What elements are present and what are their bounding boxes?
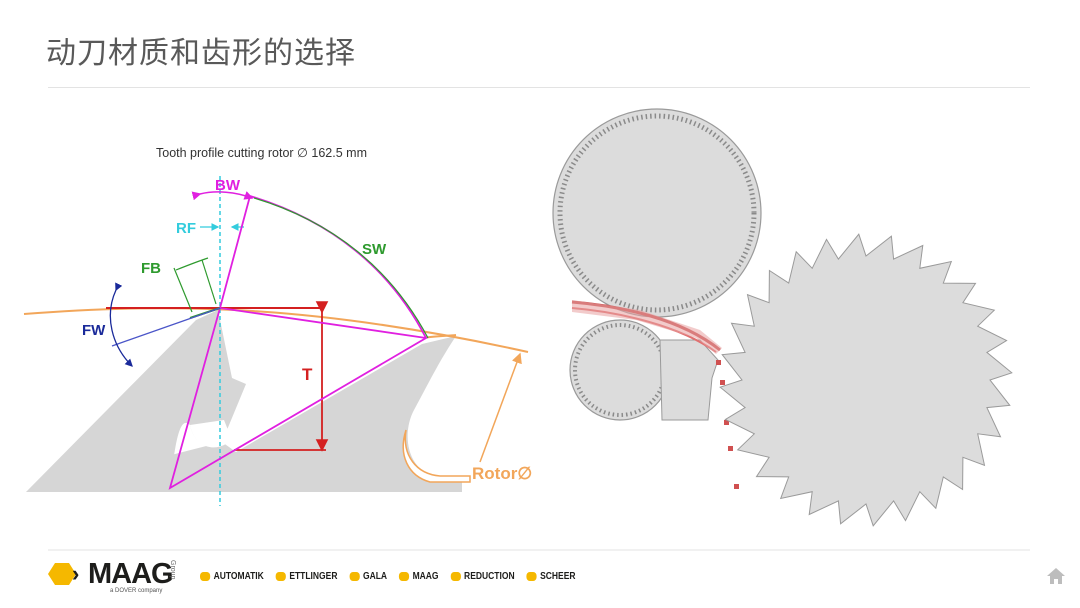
fb-label: FB — [141, 260, 161, 277]
tooth-body-right — [26, 336, 462, 492]
logo-hex-icon — [48, 563, 76, 585]
rf-label: RF — [176, 220, 196, 237]
brand-dot-icon — [398, 572, 410, 581]
rotor-label: Rotor∅ — [472, 464, 532, 483]
cutting-rotor — [719, 233, 1013, 527]
brand-automatik: AUTOMATIK — [200, 571, 264, 582]
strand-band — [572, 300, 722, 354]
bw-arc — [191, 191, 254, 201]
tooth-triangle — [168, 306, 429, 490]
fw-arc — [109, 282, 133, 367]
brand-label: REDUCTION — [464, 571, 515, 582]
fb-leader-left — [173, 267, 193, 313]
brand-dot-icon — [275, 572, 286, 581]
tooth-body — [26, 310, 246, 492]
feed-roller-bottom — [569, 319, 671, 421]
gullet-left — [190, 420, 232, 448]
bed-knife — [659, 339, 719, 421]
brand-label: SCHEER — [540, 571, 576, 582]
brand-gala: GALA — [349, 571, 387, 582]
fb-arc — [175, 257, 209, 271]
brand-label: AUTOMATIK — [213, 571, 264, 582]
logo-group-text: Group — [169, 560, 176, 580]
fw-label: FW — [82, 322, 106, 339]
pellets — [716, 360, 739, 489]
sw-label: SW — [362, 241, 387, 258]
gullet-right — [402, 429, 471, 483]
brand-label: ETTLINGER — [289, 571, 338, 582]
home-icon[interactable] — [1046, 567, 1066, 585]
brand-dot-icon — [526, 572, 537, 581]
brand-list: AUTOMATIK ETTLINGER GALA MAAG REDUCTION … — [200, 571, 576, 582]
page-title: 动刀材质和齿形的选择 — [46, 36, 356, 71]
maag-group-logo: › MAAG Group a DOVER company — [48, 558, 198, 600]
brand-label: GALA — [362, 571, 388, 582]
brand-ettlinger: ETTLINGER — [275, 571, 338, 582]
fb-leader-right — [201, 259, 217, 305]
t-label: T — [302, 365, 313, 384]
brand-maag: MAAG — [398, 571, 439, 582]
logo-chevron-icon: › — [72, 561, 80, 586]
logo-dover-text: a DOVER company — [110, 588, 163, 594]
brand-reduction: REDUCTION — [450, 571, 515, 582]
tooth-rake-line — [219, 195, 251, 309]
feed-roller-top — [552, 108, 762, 318]
bw-label: BW — [215, 177, 241, 194]
brand-label: MAAG — [412, 571, 439, 582]
brand-scheer: SCHEER — [526, 571, 576, 582]
title-divider — [48, 87, 1030, 88]
diagram-caption: Tooth profile cutting rotor ∅ 162.5 mm — [156, 146, 367, 160]
brand-dot-icon — [349, 572, 360, 581]
logo-wordmark: MAAG — [88, 558, 174, 590]
rotor-diameter-arrow — [479, 352, 522, 463]
brand-dot-icon — [450, 572, 461, 581]
brand-dot-icon — [200, 572, 211, 581]
sw-curve-green — [253, 197, 429, 339]
